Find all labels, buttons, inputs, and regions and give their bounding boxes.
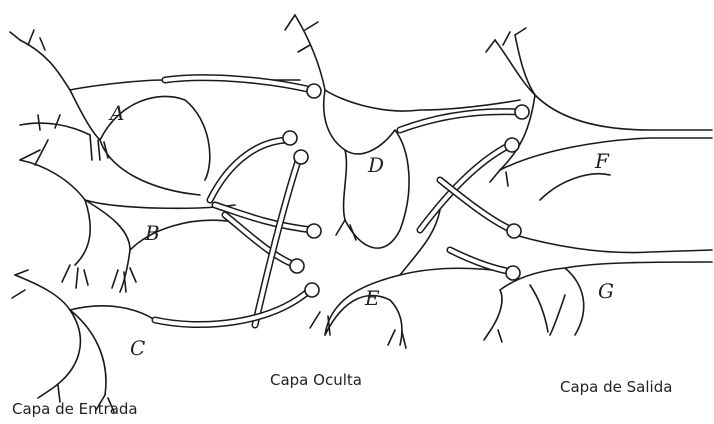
neuron-label-d: D (367, 153, 384, 177)
axon-bundle-hidden-output (400, 112, 520, 272)
neuron-label-g: G (598, 279, 614, 303)
layer-label-hidden: Capa Oculta (270, 371, 362, 389)
neuron-label-e: E (364, 286, 380, 310)
neuron-a (10, 30, 300, 195)
layer-label-input: Capa de Entrada (12, 400, 138, 418)
neuron-e (310, 210, 510, 348)
neuron-label-a: A (108, 101, 124, 125)
axon-bundle-input-hidden (155, 78, 312, 325)
neuron-label-c: C (130, 336, 145, 360)
layer-label-output: Capa de Salida (560, 378, 672, 396)
neuron-label-f: F (594, 149, 610, 173)
neuron-label-b: B (144, 221, 160, 245)
neuron-b (20, 140, 235, 292)
